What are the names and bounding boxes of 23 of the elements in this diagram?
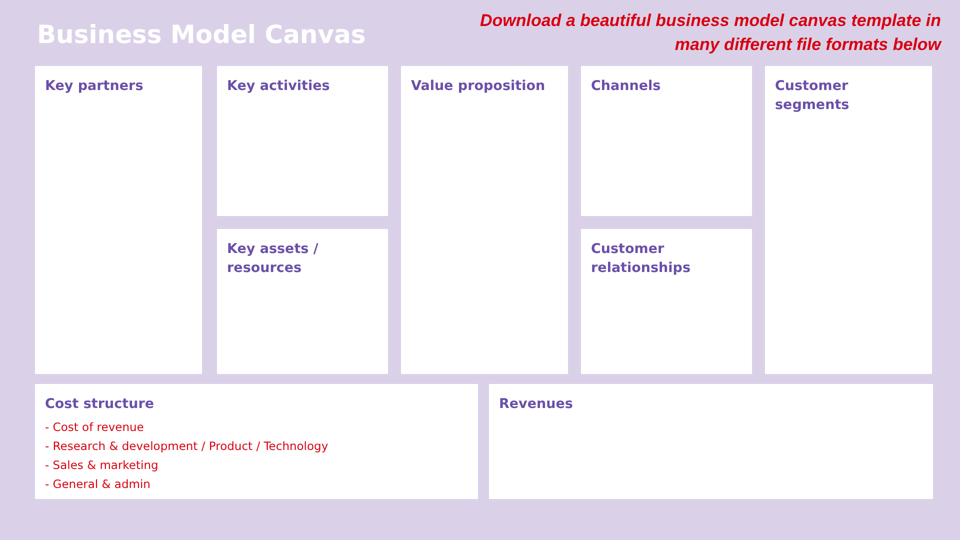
block-heading: Value proposition — [411, 77, 546, 96]
canvas-block — [217, 229, 388, 374]
list-item: - Sales & marketing — [45, 457, 158, 474]
list-item: - Research & development / Product / Technology — [45, 438, 328, 455]
block-heading: Channels — [591, 77, 661, 96]
canvas-block — [581, 66, 752, 216]
block-heading: Customer segments — [775, 77, 850, 115]
promo-note: Download a beautiful business model canvas template in many different file formats below — [479, 10, 941, 56]
canvas-block — [35, 66, 202, 374]
block-heading: Customer relationships — [591, 240, 692, 278]
canvas-block — [765, 66, 932, 374]
canvas-block — [489, 384, 933, 499]
block-heading: Key assets / resources — [227, 240, 320, 278]
block-heading: Cost structure — [45, 395, 154, 414]
canvas-block — [35, 384, 478, 499]
block-heading: Key partners — [45, 77, 144, 96]
block-heading: Key activities — [227, 77, 330, 96]
block-heading: Revenues — [499, 395, 573, 414]
list-item: - General & admin — [45, 476, 150, 493]
canvas-block — [581, 229, 752, 374]
canvas-block — [217, 66, 388, 216]
canvas-block — [401, 66, 568, 374]
list-item: - Cost of revenue — [45, 419, 144, 436]
